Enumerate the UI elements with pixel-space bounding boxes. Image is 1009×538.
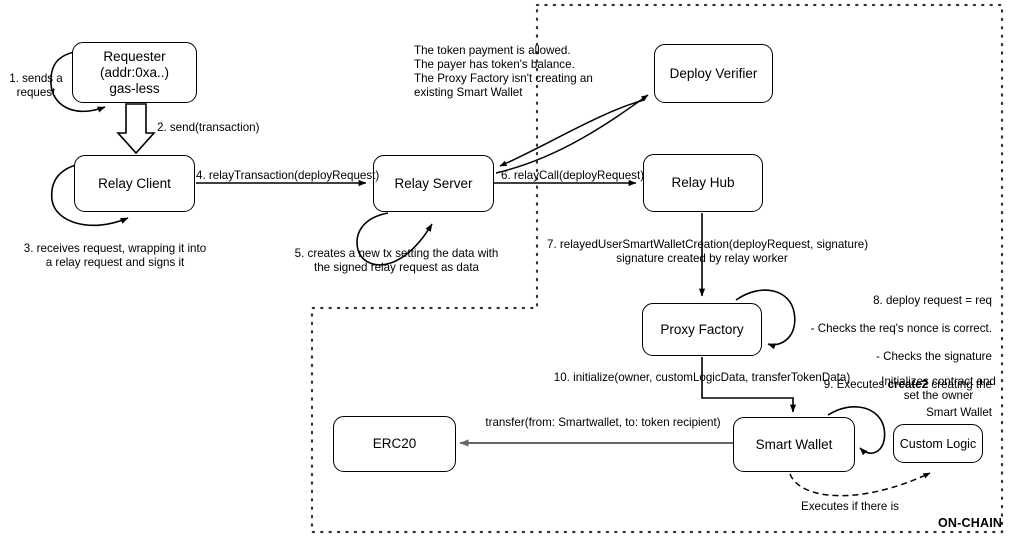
label-deploy-verifier-notes: The token payment is allowed. The payer …: [414, 44, 593, 99]
label-step-2: 2. send(transaction): [157, 121, 260, 134]
node-relay-hub[interactable]: Relay Hub: [643, 154, 763, 212]
node-relay-server[interactable]: Relay Server: [373, 155, 494, 212]
node-deploy-verifier-label: Deploy Verifier: [669, 65, 758, 81]
label-step-9-bold: create2: [887, 378, 929, 391]
node-requester-line1: Requester: [103, 48, 166, 64]
label-initializes-contract: Initializes contract and set the owner: [881, 375, 996, 402]
label-step-8: 8. deploy request = req - Checks the req…: [770, 280, 992, 434]
node-smart-wallet-label: Smart Wallet: [755, 436, 833, 452]
node-relay-client[interactable]: Relay Client: [74, 155, 195, 212]
node-proxy-factory-label: Proxy Factory: [660, 321, 744, 337]
node-relay-client-label: Relay Client: [98, 175, 171, 191]
node-erc20[interactable]: ERC20: [333, 416, 456, 472]
label-step-7: 7. relayedUserSmartWalletCreation(deploy…: [547, 238, 869, 265]
node-deploy-verifier[interactable]: Deploy Verifier: [654, 44, 773, 103]
label-step-4: 4. relayTransaction(deployRequest): [196, 169, 380, 182]
label-on-chain: ON-CHAIN: [938, 516, 1003, 530]
label-step-3: 3. receives request, wrapping it into a …: [23, 242, 207, 269]
node-relay-server-label: Relay Server: [394, 175, 473, 191]
node-erc20-label: ERC20: [372, 436, 417, 451]
label-transfer: transfer(from: Smartwallet, to: token re…: [485, 416, 721, 429]
label-step-8-line1: 8. deploy request = req: [873, 294, 992, 307]
label-step-9-prefix: 9. Executes: [823, 378, 888, 391]
node-requester-line2: (addr:0xa..): [99, 64, 170, 80]
node-requester[interactable]: Requester (addr:0xa..) gas-less: [72, 42, 197, 103]
node-requester-line3: gas-less: [109, 80, 160, 96]
label-step-6: 6. relayCall(deployRequest): [501, 169, 645, 182]
label-step-9-suffix: creating the: [928, 378, 992, 391]
label-step-10: 10. initialize(owner, customLogicData, t…: [553, 371, 851, 384]
label-step-5: 5. creates a new tx setting the data wit…: [294, 247, 499, 274]
node-relay-hub-label: Relay Hub: [671, 175, 735, 190]
label-executes-if-there-is: Executes if there is: [801, 500, 899, 513]
node-custom-logic[interactable]: Custom Logic: [893, 424, 983, 463]
node-custom-logic-label: Custom Logic: [899, 436, 977, 451]
label-step-8-line3: - Checks the signature: [876, 350, 992, 363]
label-step-8-line2: - Checks the req's nonce is correct.: [810, 322, 992, 335]
label-step-9-line2: Smart Wallet: [926, 406, 992, 419]
node-proxy-factory[interactable]: Proxy Factory: [642, 303, 762, 356]
label-step-1: 1. sends a request: [9, 72, 63, 99]
